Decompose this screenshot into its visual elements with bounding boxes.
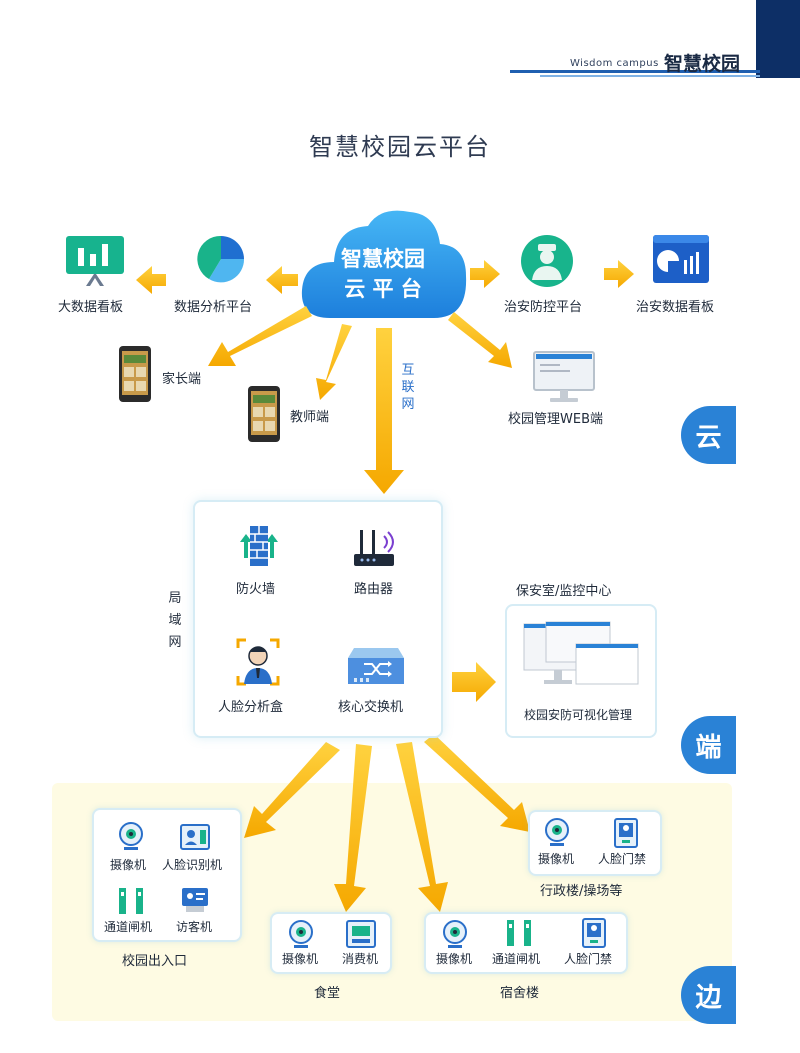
- dorm-name: 宿舍楼: [500, 986, 540, 1001]
- teacher-app-label: 教师端: [290, 410, 330, 425]
- gate-icon: [507, 920, 531, 946]
- lan-char-2: 域: [168, 613, 182, 628]
- camera-icon: [443, 920, 467, 948]
- visitor-machine-icon: [182, 888, 208, 912]
- arrow-to-parent: [208, 306, 312, 366]
- security-platform-label: 治安防控平台: [504, 300, 583, 315]
- internet-char-3: 网: [401, 397, 415, 412]
- section-tag-end: 端: [681, 716, 736, 774]
- entrance-item-face: 人脸识别机: [162, 858, 223, 872]
- security-board-label: 治安数据看板: [636, 300, 715, 315]
- teacher-phone-icon: [248, 386, 280, 442]
- arrow-to-analysis: [266, 266, 298, 294]
- cloud-line2: 云 平 台: [344, 277, 422, 301]
- core-switch-label: 核心交换机: [338, 700, 404, 715]
- arrow-edge-admin: [424, 734, 530, 832]
- canteen-item-pos: 消费机: [342, 952, 379, 966]
- router-label: 路由器: [354, 582, 394, 597]
- camera-icon: [545, 818, 569, 846]
- arrow-to-web: [448, 312, 512, 368]
- arrow-internet: [364, 328, 404, 494]
- arrow-to-secboard: [604, 260, 634, 288]
- entrance-item-camera: 摄像机: [110, 858, 147, 872]
- core-switch-icon: [348, 648, 404, 684]
- lan-char-3: 网: [168, 635, 182, 650]
- router-icon: [354, 530, 394, 566]
- arrow-to-bigdata: [136, 266, 166, 294]
- web-admin-label: 校园管理WEB端: [508, 412, 603, 427]
- parent-app-label: 家长端: [162, 372, 202, 387]
- arrow-to-security-room: [452, 662, 496, 702]
- big-data-board-icon: [66, 236, 124, 286]
- gate-icon: [119, 888, 143, 914]
- arrow-edge-dorm: [396, 742, 448, 912]
- arrow-to-teacher: [316, 324, 352, 400]
- header-rule: [510, 70, 760, 73]
- dorm-item-gate: 通道闸机: [492, 952, 541, 966]
- parent-phone-icon: [119, 346, 151, 402]
- dorm-item-camera: 摄像机: [436, 952, 473, 966]
- face-recognizer-icon: [180, 824, 210, 850]
- cloud-shape: [301, 210, 467, 318]
- arrow-edge-canteen: [334, 744, 372, 912]
- security-room-title: 保安室/监控中心: [516, 584, 612, 599]
- section-tag-cloud: 云: [681, 406, 736, 464]
- lan-box: [193, 500, 443, 738]
- cloud-label: 智慧校园 云 平 台: [318, 244, 448, 304]
- face-analysis-icon: [236, 638, 280, 686]
- header-english: Wisdom campus: [570, 58, 659, 69]
- admin-name: 行政楼/操场等: [540, 884, 623, 899]
- pie-chart-icon: [197, 235, 245, 283]
- page-title: 智慧校园云平台: [309, 133, 491, 161]
- lan-char-1: 局: [168, 591, 182, 606]
- canteen-item-camera: 摄像机: [282, 952, 319, 966]
- face-box-label: 人脸分析盒: [218, 700, 284, 715]
- firewall-icon: [240, 526, 278, 566]
- admin-item-face-door: 人脸门禁: [598, 852, 647, 866]
- section-tag-edge: 边: [681, 966, 736, 1024]
- entrance-card: [92, 808, 242, 942]
- data-analysis-label: 数据分析平台: [174, 300, 253, 315]
- pos-machine-icon: [346, 920, 376, 948]
- cloud-line1: 智慧校园: [341, 247, 425, 271]
- firewall-label: 防火墙: [236, 582, 276, 597]
- camera-icon: [119, 822, 143, 850]
- security-dashboard-icon: [653, 235, 709, 283]
- face-door-icon: [614, 818, 638, 848]
- dorm-item-face-door: 人脸门禁: [564, 952, 613, 966]
- header-corner-block: [756, 0, 800, 78]
- camera-icon: [289, 920, 313, 948]
- lan-label: 局 域 网: [167, 588, 183, 654]
- monitor-screens-icon: [523, 621, 639, 685]
- header-chinese: 智慧校园: [664, 53, 741, 75]
- security-officer-icon: [521, 235, 573, 287]
- arrow-edge-entrance: [244, 742, 340, 838]
- header-rule-light: [540, 75, 760, 77]
- arrow-to-security: [470, 260, 500, 288]
- monitor-icon: [533, 351, 595, 402]
- entrance-item-gate: 通道闸机: [104, 920, 153, 934]
- canteen-name: 食堂: [314, 986, 341, 1001]
- big-data-board-label: 大数据看板: [58, 300, 124, 315]
- security-room-caption: 校园安防可视化管理: [524, 708, 633, 722]
- entrance-item-visitor: 访客机: [176, 920, 213, 934]
- internet-char-1: 互: [401, 363, 415, 378]
- face-door-icon: [582, 918, 606, 948]
- entrance-name: 校园出入口: [122, 954, 188, 969]
- admin-item-camera: 摄像机: [538, 852, 575, 866]
- internet-label: 互 联 网: [400, 362, 416, 413]
- internet-char-2: 联: [401, 380, 415, 395]
